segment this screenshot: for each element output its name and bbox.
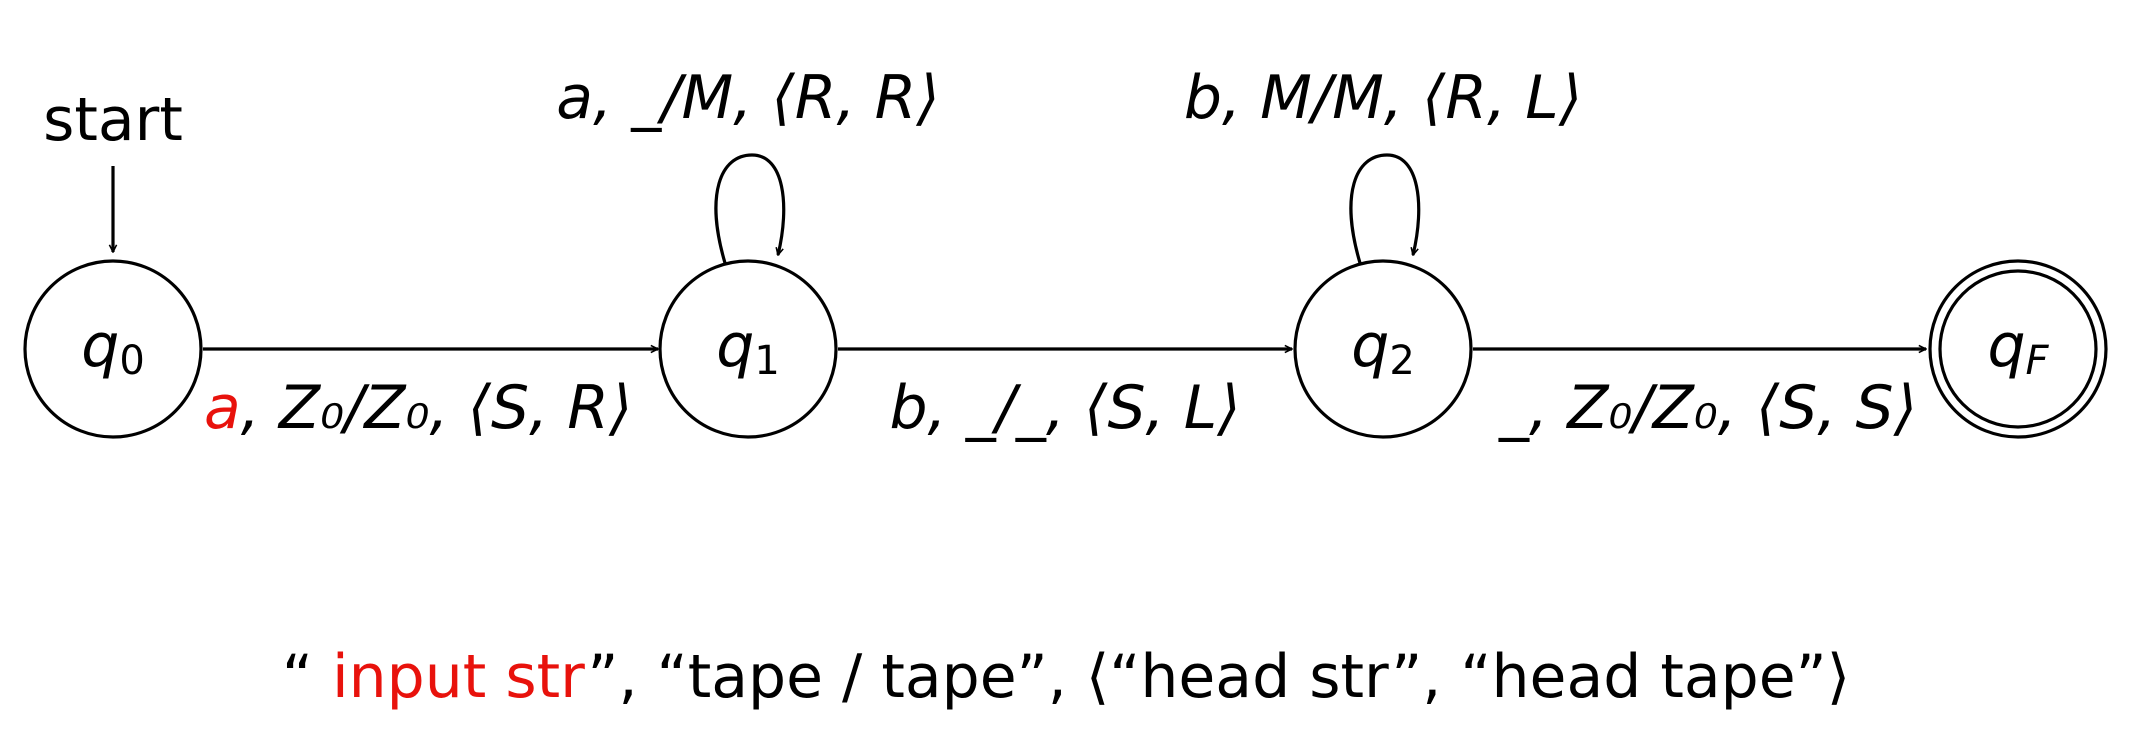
- svg-text:q1: q1: [716, 311, 780, 384]
- state-q2: q2: [1293, 259, 1473, 439]
- label-loop-q1: a, _/M, ⟨R, R⟩: [556, 63, 939, 133]
- legend-label-format: “ input str”, “tape / tape”, ⟨“head str”…: [282, 642, 1850, 712]
- label-q2-qF: _, Z₀/Z₀, ⟨S, S⟩: [1498, 373, 1917, 443]
- state-qF-accepting: qF: [1928, 259, 2108, 439]
- svg-text:q2: q2: [1351, 311, 1415, 384]
- label-loop-q2: b, M/M, ⟨R, L⟩: [1184, 63, 1582, 133]
- loop-q2: [1349, 153, 1421, 264]
- label-q0-q1: a, Z₀/Z₀, ⟨S, R⟩: [204, 373, 632, 443]
- svg-text:q0: q0: [81, 311, 145, 384]
- label-q1-q2: b, _/_, ⟨S, L⟩: [889, 373, 1240, 443]
- state-q1: q1: [658, 259, 838, 439]
- loop-q1: [714, 153, 786, 264]
- svg-text:qF: qF: [1987, 311, 2049, 384]
- start-label: start: [43, 85, 183, 155]
- state-q0: q0: [23, 259, 203, 439]
